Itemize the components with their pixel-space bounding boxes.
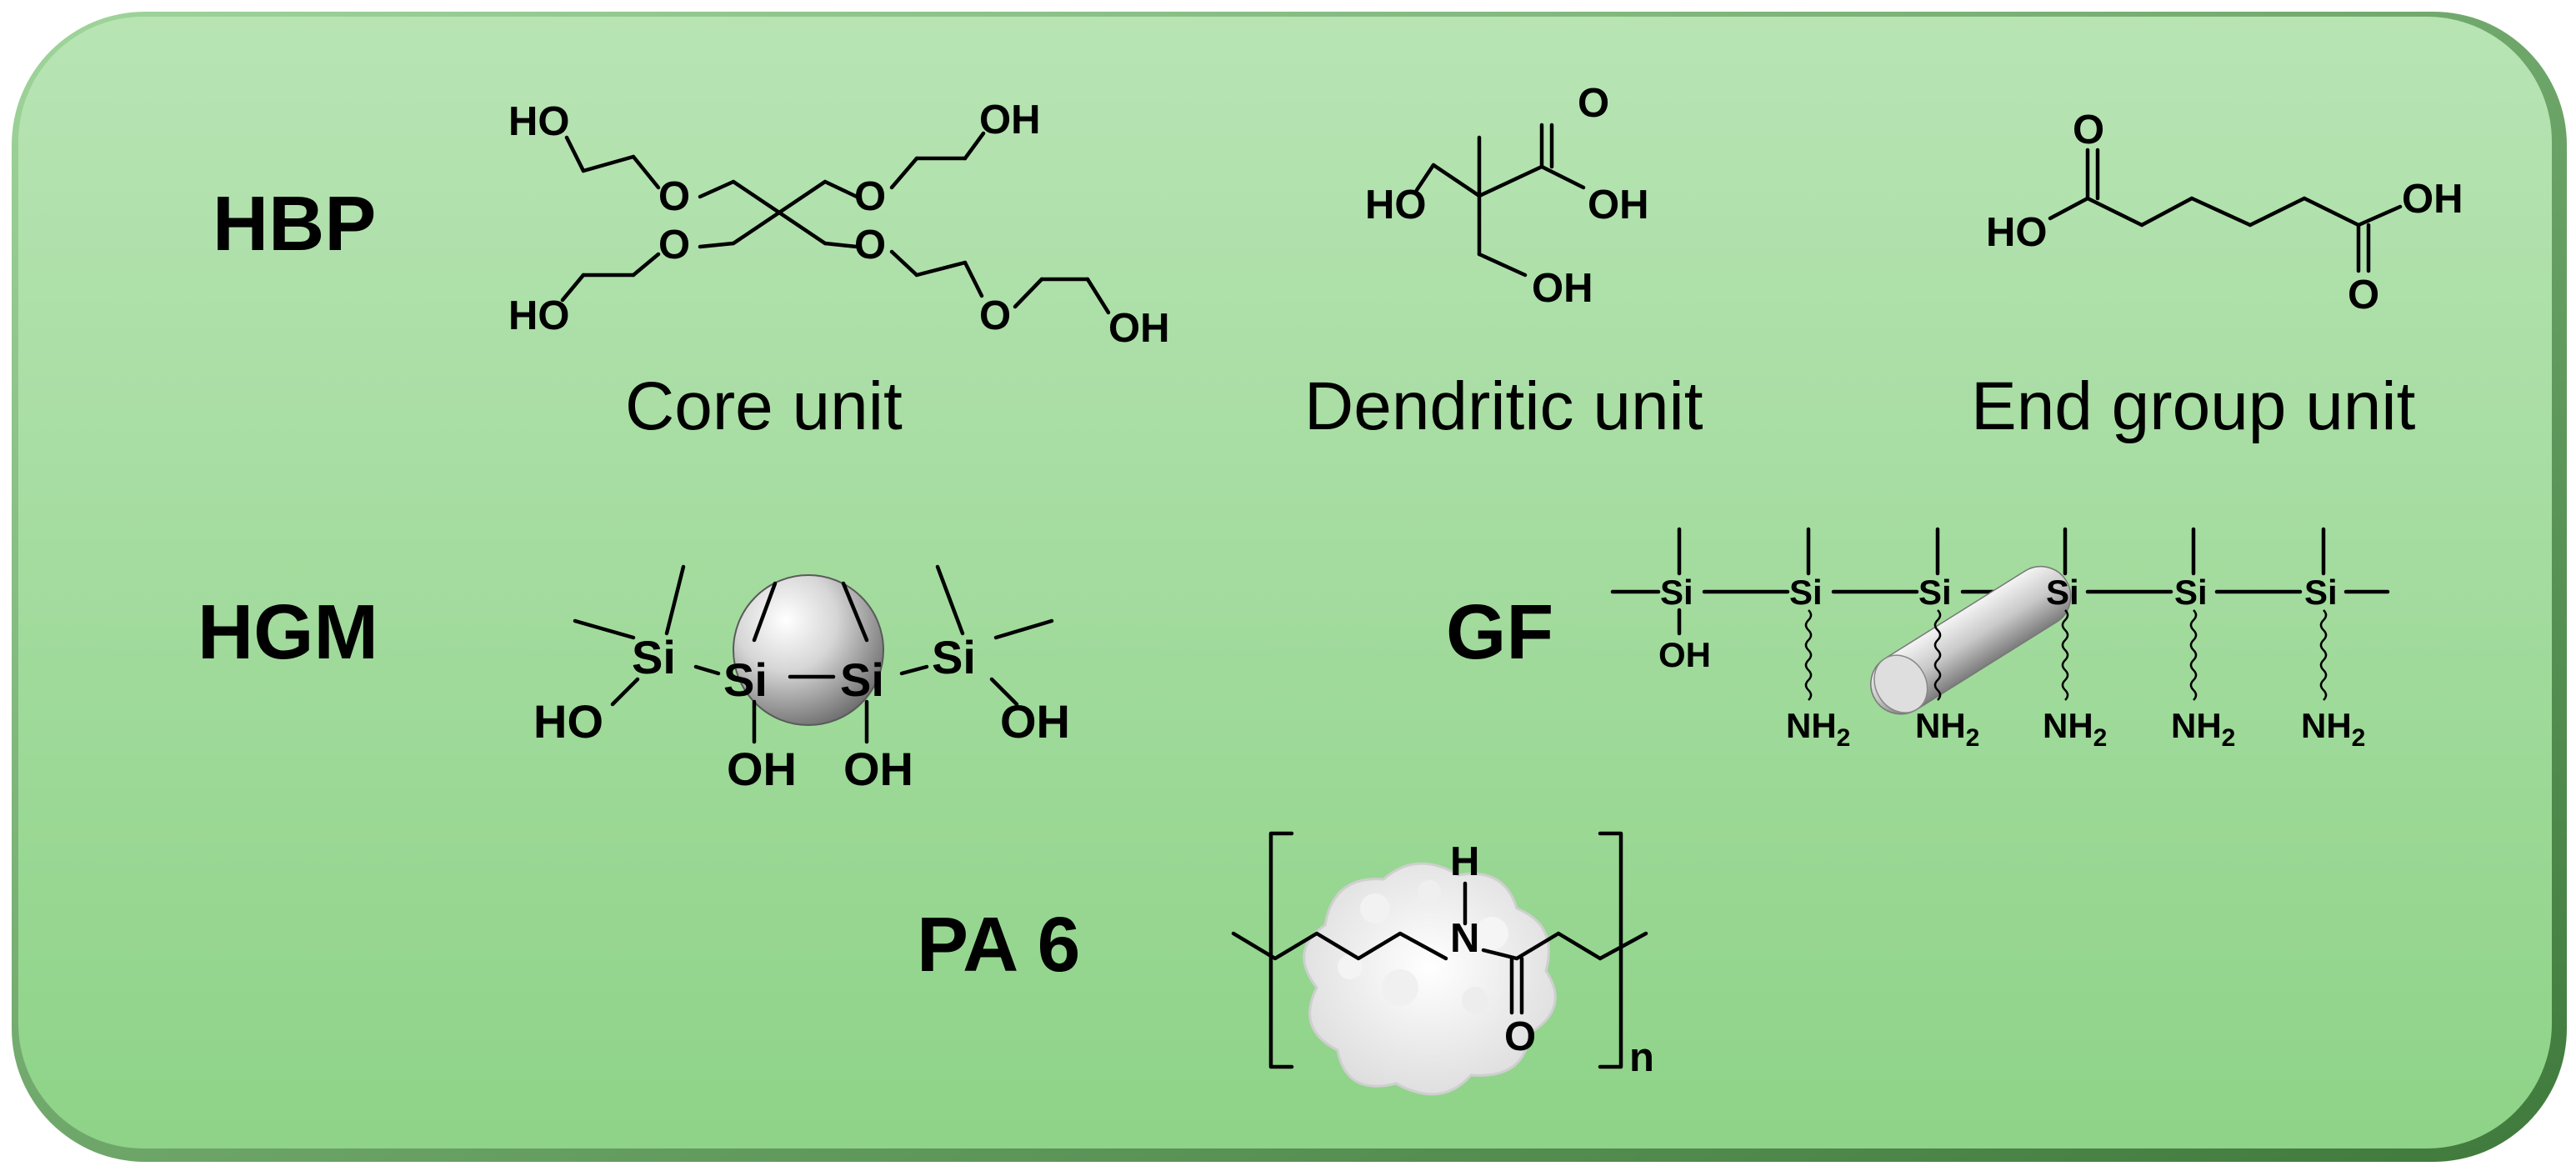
- hgm-si-4: Si: [932, 631, 976, 683]
- dendritic-oh-bottom: OH: [1532, 266, 1593, 311]
- glass-fibre-icon: [1870, 565, 2072, 715]
- gf-si-4: Si: [2046, 573, 2079, 612]
- core-o-2: O: [658, 223, 690, 268]
- hgm-si-1: Si: [632, 631, 676, 683]
- core-o-5: O: [979, 293, 1011, 338]
- pa6-h: H: [1450, 839, 1479, 884]
- structure-core-unit: HO O O HO OH O O O OH: [508, 98, 1170, 351]
- gf-si-3: Si: [1918, 573, 1952, 612]
- end-group-ho: HO: [1986, 210, 2048, 255]
- hgm-si-2: Si: [723, 653, 768, 706]
- gf-nh2-2: NH2: [1915, 706, 1979, 752]
- label-pa6: PA 6: [917, 901, 1080, 988]
- caption-core-unit: Core unit: [625, 368, 903, 444]
- hgm-oh-2: OH: [843, 743, 913, 795]
- label-hgm: HGM: [198, 588, 378, 675]
- gf-si-2: Si: [1789, 573, 1823, 612]
- gf-si-1: Si: [1660, 573, 1693, 612]
- structure-end-group-unit: O HO OH O: [1986, 108, 2463, 318]
- pa6-o: O: [1504, 1014, 1536, 1059]
- structure-gf: Si Si Si Si Si Si OH NH2 NH2 NH2 NH2 NH2: [1610, 527, 2390, 752]
- core-oh-top-right: OH: [979, 98, 1041, 143]
- label-gf: GF: [1446, 588, 1553, 675]
- label-hbp: HBP: [213, 180, 376, 267]
- hgm-ho-left: HO: [533, 695, 603, 748]
- structure-dendritic-unit: O HO OH OH: [1365, 81, 1649, 311]
- glass-microsphere-icon: [733, 574, 884, 726]
- dendritic-carbonyl-o: O: [1578, 81, 1609, 126]
- hgm-si-3: Si: [840, 653, 884, 706]
- gf-nh2-4: NH2: [2171, 706, 2235, 752]
- dendritic-oh-acid: OH: [1588, 183, 1649, 228]
- polyamide-particle-icon: [1303, 862, 1557, 1096]
- gf-nh2-5: NH2: [2301, 706, 2365, 752]
- core-ho-bottom-left: HO: [508, 293, 570, 338]
- caption-end-group-unit: End group unit: [1971, 368, 2416, 444]
- end-group-o-top: O: [2073, 108, 2104, 153]
- hgm-oh-1: OH: [727, 743, 797, 795]
- gf-nh2-1: NH2: [1786, 706, 1850, 752]
- structure-pa6: N H O n: [1231, 831, 1654, 1096]
- dendritic-ho-left: HO: [1365, 183, 1427, 228]
- panel-background: [18, 17, 2552, 1148]
- end-group-o-bottom: O: [2348, 273, 2379, 318]
- pa6-n: N: [1450, 916, 1479, 961]
- pa6-repeat-n: n: [1629, 1035, 1654, 1080]
- core-o-1: O: [658, 174, 690, 219]
- core-o-4: O: [854, 223, 886, 268]
- core-o-3: O: [854, 174, 886, 219]
- end-group-oh: OH: [2402, 177, 2463, 222]
- structure-hgm: Si Si Si Si HO OH OH OH: [533, 564, 1070, 795]
- gf-si-5: Si: [2174, 573, 2208, 612]
- core-oh-bottom-right: OH: [1108, 306, 1170, 351]
- hgm-oh-right: OH: [1000, 695, 1070, 748]
- gf-oh: OH: [1658, 635, 1711, 674]
- gf-si-6: Si: [2304, 573, 2338, 612]
- caption-dendritic-unit: Dendritic unit: [1304, 368, 1703, 444]
- gf-nh2-3: NH2: [2043, 706, 2107, 752]
- core-ho-top-left: HO: [508, 99, 570, 144]
